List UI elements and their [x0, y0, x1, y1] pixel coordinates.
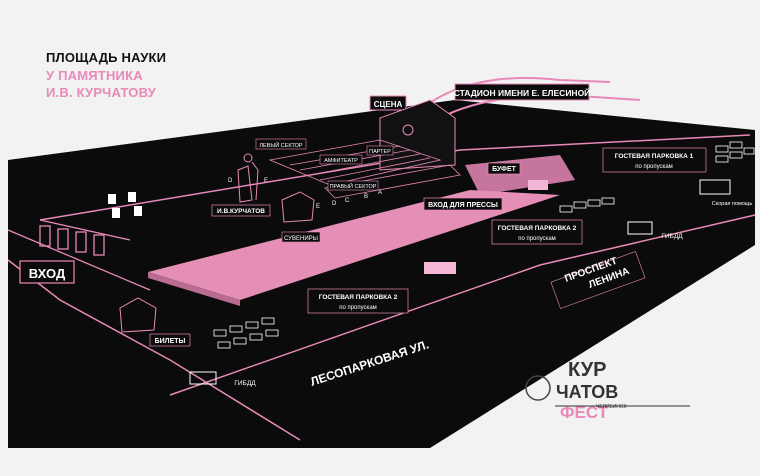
ambulance-icon	[699, 179, 731, 195]
parking2a-title: ГОСТЕВАЯ ПАРКОВКА 2	[498, 225, 577, 232]
seat-letter-c: C	[345, 198, 350, 204]
site-border	[39, 134, 751, 221]
stage-icon	[402, 124, 414, 136]
festival-logo: КУР ЧАТОВ ФЕСТ ЧЕЛЯБИНСК	[525, 359, 690, 422]
gibdd-left-car-icon	[189, 371, 217, 385]
parking1-sub: по пропускам	[635, 164, 673, 170]
parter-label: ПАРТЕР	[369, 149, 391, 155]
ticket-tent-icon	[119, 297, 157, 333]
svg-text:D: D	[228, 178, 233, 184]
left-sector-label: ЛЕВЫЙ СЕКТОР	[259, 141, 303, 149]
souvenir-tent-icon	[281, 191, 315, 223]
ambulance-label: Скорая помощь	[712, 201, 753, 207]
amphitheater-label: АМФИТЕАТР	[324, 158, 358, 164]
toilet-icon-group	[108, 192, 142, 218]
monument-icon	[237, 153, 259, 203]
parking2b-title: ГОСТЕВАЯ ПАРКОВКА 2	[319, 294, 398, 301]
page-title-line1: ПЛОЩАДЬ НАУКИ	[46, 50, 167, 65]
stadium-arc	[419, 77, 611, 111]
stage-label: СЦЕНА	[374, 100, 403, 109]
svg-text:E: E	[264, 178, 268, 184]
press-entrance-label: ВХОД ДЛЯ ПРЕССЫ	[428, 202, 498, 209]
stadium-label: СТАДИОН ИМЕНИ Е. ЕЛЕСИНОЙ	[454, 87, 591, 98]
souvenirs-label: СУВЕНИРЫ	[284, 236, 318, 242]
gibdd-right-car-icon	[627, 221, 653, 235]
parking1-cars	[715, 141, 755, 163]
entrance-label: ВХОД	[29, 266, 66, 281]
seat-letter-d: D	[332, 201, 337, 207]
buffet-label: БУФЕТ	[492, 166, 517, 173]
seat-letter-b: B	[364, 194, 368, 200]
stadium-label-box	[454, 83, 590, 101]
parking2b-cars	[213, 317, 279, 349]
parking2b-sub: по пропускам	[339, 305, 377, 311]
logo-text-2: ЧАТОВ	[556, 382, 618, 402]
tickets-label: БИЛЕТЫ	[155, 338, 186, 345]
gibdd-left-label: ГИБДД	[234, 380, 256, 387]
seat-letter-e: E	[316, 204, 320, 210]
seat-letter-a: А	[378, 190, 382, 196]
central-block	[424, 262, 456, 274]
stage-label-box	[369, 95, 407, 111]
logo-city: ЧЕЛЯБИНСК	[596, 404, 627, 410]
buffet-block	[528, 180, 548, 190]
road-border-2	[169, 214, 756, 396]
logo-text-1: КУР	[568, 359, 607, 381]
central-platform-side	[148, 272, 240, 306]
central-platform	[148, 190, 560, 300]
parking1-title: ГОСТЕВАЯ ПАРКОВКА 1	[615, 153, 694, 160]
entrance-gates	[7, 219, 151, 291]
gibdd-right-label: ГИБДД	[661, 233, 683, 240]
parking2a-cars	[559, 197, 615, 213]
parking2a-sub: по пропускам	[518, 236, 556, 242]
right-sector-label: ПРАВЫЙ СЕКТОР	[330, 182, 377, 190]
page-title-line3: И.В. КУРЧАТОВУ	[46, 85, 156, 100]
seat-letter-group: А B C D E	[316, 190, 382, 210]
page-title-line2: У ПАМЯТНИКА	[46, 68, 143, 83]
monument-label: И.В.КУРЧАТОВ	[217, 208, 265, 215]
logo-text-3: ФЕСТ	[560, 403, 609, 422]
ground-platform	[8, 100, 755, 448]
entrance-label-box	[19, 260, 75, 284]
